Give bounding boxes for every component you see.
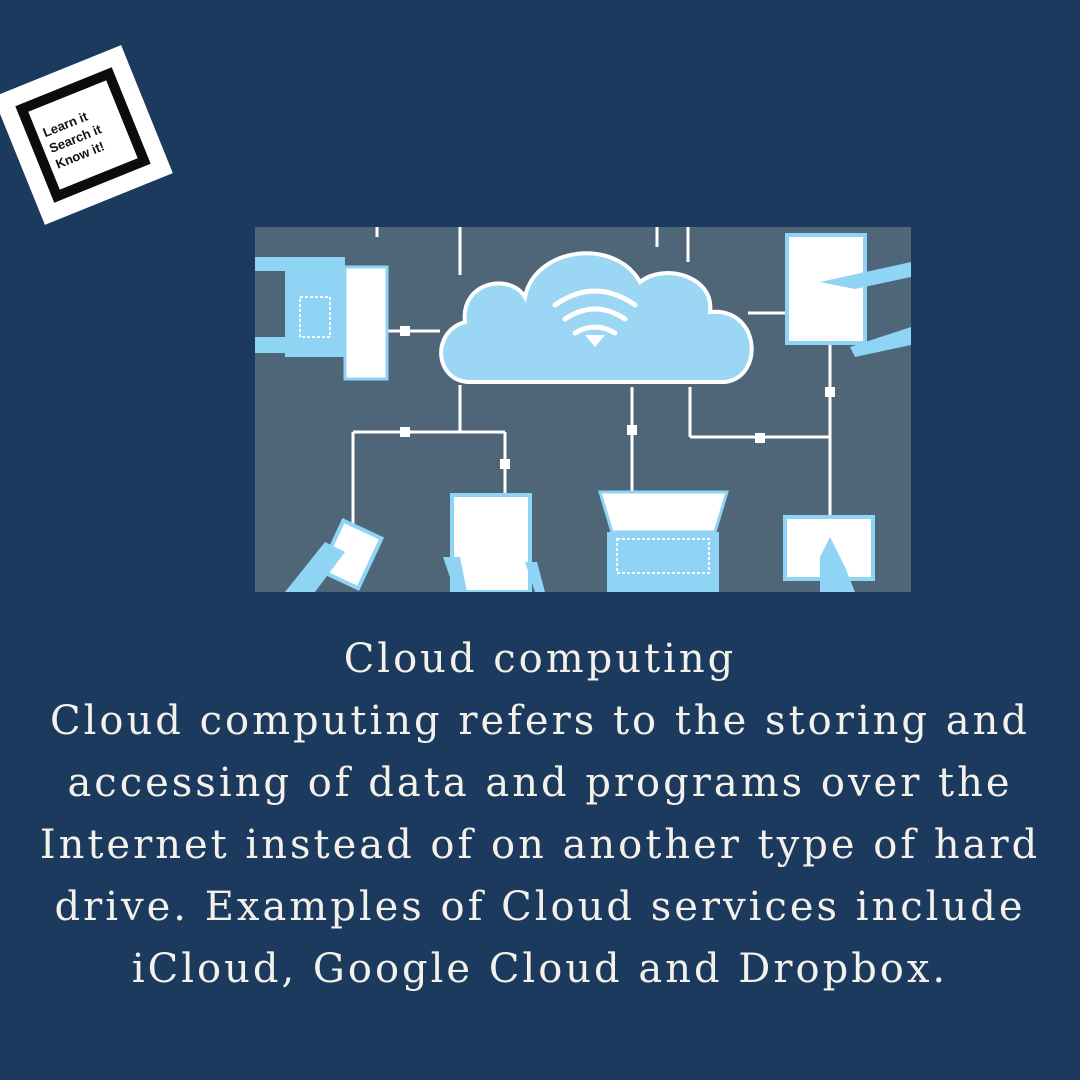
learn-search-know-logo: Learn it Search it Know it!: [0, 45, 173, 225]
network-nodes: [400, 326, 835, 469]
logo-frame: Learn it Search it Know it!: [15, 67, 151, 203]
wifi-dot: [585, 335, 605, 347]
laptop-top-left: [255, 257, 389, 381]
tablet-bottom-right: [783, 515, 875, 592]
cloud-network-illustration: [255, 227, 911, 592]
laptop-bottom-center: [597, 490, 730, 592]
tablet-bottom-center: [443, 493, 545, 592]
cloud-shape: [439, 251, 754, 384]
cloud-network-svg: [255, 227, 911, 592]
caption-body: Cloud computing refers to the storing an…: [39, 698, 1041, 992]
wifi-icon: [552, 288, 638, 336]
caption-title: Cloud computing: [343, 636, 737, 682]
tablet-top-right: [785, 233, 911, 357]
phone-bottom-left: [285, 517, 385, 592]
caption: Cloud computing Cloud computing refers t…: [0, 628, 1080, 1000]
